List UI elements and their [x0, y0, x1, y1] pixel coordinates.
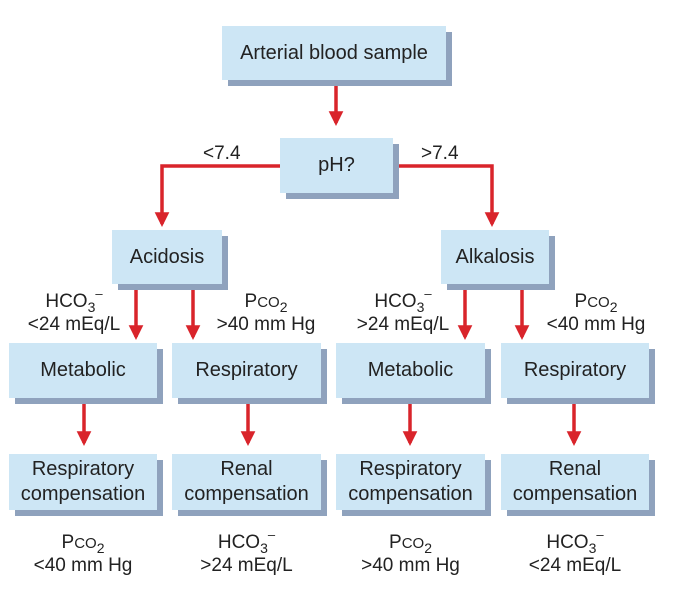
- chem-subscript: 3: [260, 540, 268, 556]
- box-arterial-blood-sample: Arterial blood sample: [222, 26, 446, 80]
- criterion-alkalosis-respiratory: PCO2 <40 mm Hg: [534, 291, 658, 336]
- result-renal-compensation-1: HCO3– >24 mEq/L: [172, 527, 321, 577]
- box-respiratory-acidosis: Respiratory: [172, 343, 321, 398]
- box-label-line1: Renal: [220, 458, 273, 480]
- criterion-alkalosis-metabolic: HCO3– >24 mEq/L: [344, 286, 462, 336]
- branch-label-high: >7.4: [421, 143, 459, 164]
- box-respiratory-alkalosis: Respiratory: [501, 343, 649, 398]
- branch-label-low: <7.4: [203, 143, 241, 164]
- result-respiratory-compensation-1: PCO2 <40 mm Hg: [9, 532, 157, 577]
- chem-symbol: P: [244, 291, 258, 312]
- chem-superscript: –: [267, 527, 276, 542]
- box-label: Arterial blood sample: [240, 41, 428, 64]
- criterion-value: <24 mEq/L: [27, 314, 121, 335]
- box-alkalosis: Alkalosis: [441, 230, 549, 284]
- result-respiratory-compensation-2: PCO2 >40 mm Hg: [336, 532, 485, 577]
- box-label-line2: compensation: [20, 483, 146, 505]
- box-label: Metabolic: [40, 359, 126, 381]
- chem-symbol: P: [574, 291, 588, 312]
- criterion-value: >40 mm Hg: [216, 314, 316, 335]
- box-ph: pH?: [280, 138, 393, 193]
- chem-subscript: 3: [416, 299, 425, 315]
- result-value: <40 mm Hg: [33, 555, 133, 576]
- criterion-value: <40 mm Hg: [546, 314, 646, 335]
- box-label-line1: Respiratory: [359, 458, 462, 480]
- box-respiratory-compensation-1: Respiratory compensation: [9, 454, 157, 510]
- chem-symbol-co: CO: [257, 294, 280, 311]
- chem-superscript: –: [424, 286, 432, 301]
- box-acidosis: Acidosis: [112, 230, 222, 284]
- chem-symbol: HCO: [217, 532, 261, 553]
- chem-symbol-co: CO: [74, 535, 97, 552]
- box-label: Metabolic: [367, 359, 454, 381]
- chem-symbol: HCO: [546, 532, 589, 553]
- box-label-line2: compensation: [512, 483, 638, 505]
- chem-subscript: 2: [424, 540, 432, 556]
- box-label-line2: compensation: [184, 483, 309, 505]
- chem-symbol: P: [61, 532, 75, 553]
- result-value: >40 mm Hg: [361, 555, 460, 576]
- box-label-line1: Respiratory: [31, 458, 135, 480]
- box-respiratory-compensation-2: Respiratory compensation: [336, 454, 485, 510]
- chem-symbol-co: CO: [587, 294, 610, 311]
- box-label: Respiratory: [523, 359, 627, 381]
- box-label-line1: Renal: [548, 458, 602, 480]
- box-renal-compensation-2: Renal compensation: [501, 454, 649, 510]
- chem-symbol: HCO: [45, 291, 88, 312]
- box-label: Alkalosis: [455, 245, 535, 268]
- arrow-ph-to-acidosis: [154, 164, 280, 227]
- result-renal-compensation-2: HCO3– <24 mEq/L: [501, 527, 649, 577]
- chem-symbol: P: [389, 532, 402, 553]
- chem-subscript: 2: [279, 299, 288, 315]
- criterion-value: >24 mEq/L: [356, 314, 450, 335]
- chem-subscript: 3: [588, 540, 597, 556]
- box-metabolic-alkalosis: Metabolic: [336, 343, 485, 398]
- criterion-acidosis-metabolic: HCO3– <24 mEq/L: [14, 286, 134, 336]
- arrow-ph-to-alkalosis: [393, 164, 500, 227]
- result-value: >24 mEq/L: [200, 555, 293, 576]
- box-renal-compensation-1: Renal compensation: [172, 454, 321, 510]
- chem-symbol: HCO: [374, 291, 417, 312]
- chem-subscript: 3: [87, 299, 96, 315]
- result-value: <24 mEq/L: [528, 555, 622, 576]
- box-label: Respiratory: [195, 359, 298, 381]
- box-label-line2: compensation: [348, 483, 473, 505]
- chem-subscript: 2: [609, 299, 618, 315]
- chem-superscript: –: [596, 527, 604, 542]
- box-label: pH?: [318, 154, 355, 176]
- box-metabolic-acidosis: Metabolic: [9, 343, 157, 398]
- criterion-acidosis-respiratory: PCO2 >40 mm Hg: [204, 291, 328, 336]
- chem-symbol-co: CO: [401, 535, 425, 552]
- chem-superscript: –: [95, 286, 103, 301]
- box-label: Acidosis: [129, 245, 205, 268]
- chem-subscript: 2: [96, 540, 105, 556]
